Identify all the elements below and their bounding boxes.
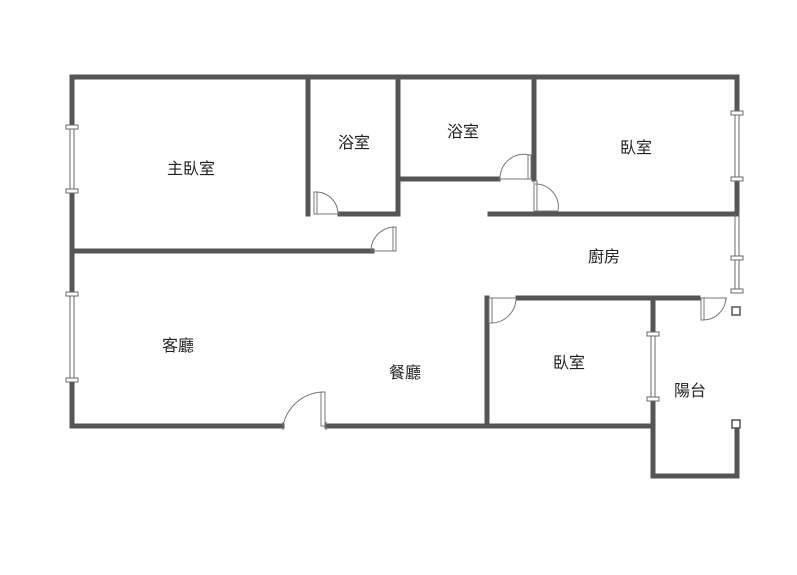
label-master-bedroom: 主臥室 — [167, 159, 215, 178]
door-bedroom — [533, 180, 559, 212]
door-entrance — [282, 391, 327, 430]
window-bedroom-right — [730, 110, 744, 182]
windows — [65, 110, 744, 402]
label-bathroom-1: 浴室 — [338, 133, 370, 152]
label-kitchen: 廚房 — [588, 247, 620, 266]
label-bedroom-1: 臥室 — [620, 138, 652, 157]
window-living-left — [65, 291, 79, 383]
interior-walls — [69, 74, 740, 429]
door-balcony — [700, 297, 727, 321]
label-living-room: 客廳 — [162, 336, 194, 355]
balcony-post-top — [731, 306, 741, 316]
door-bath1 — [313, 191, 340, 215]
window-bedroom2-balcony — [646, 331, 660, 402]
door-hall — [370, 226, 397, 252]
label-balcony: 陽台 — [674, 381, 706, 400]
door-bedroom2 — [488, 297, 517, 324]
exterior-walls — [69, 74, 740, 479]
doors — [282, 153, 727, 430]
label-bathroom-2: 浴室 — [447, 122, 479, 141]
room-labels: 主臥室 浴室 浴室 臥室 廚房 客廳 餐廳 臥室 陽台 — [162, 122, 706, 400]
balcony-post-bottom — [731, 419, 741, 429]
door-bath2 — [498, 153, 532, 180]
label-dining-room: 餐廳 — [389, 363, 421, 382]
label-bedroom-2: 臥室 — [553, 353, 585, 372]
window-master-left — [65, 124, 79, 194]
window-kitchen-right — [730, 214, 744, 294]
